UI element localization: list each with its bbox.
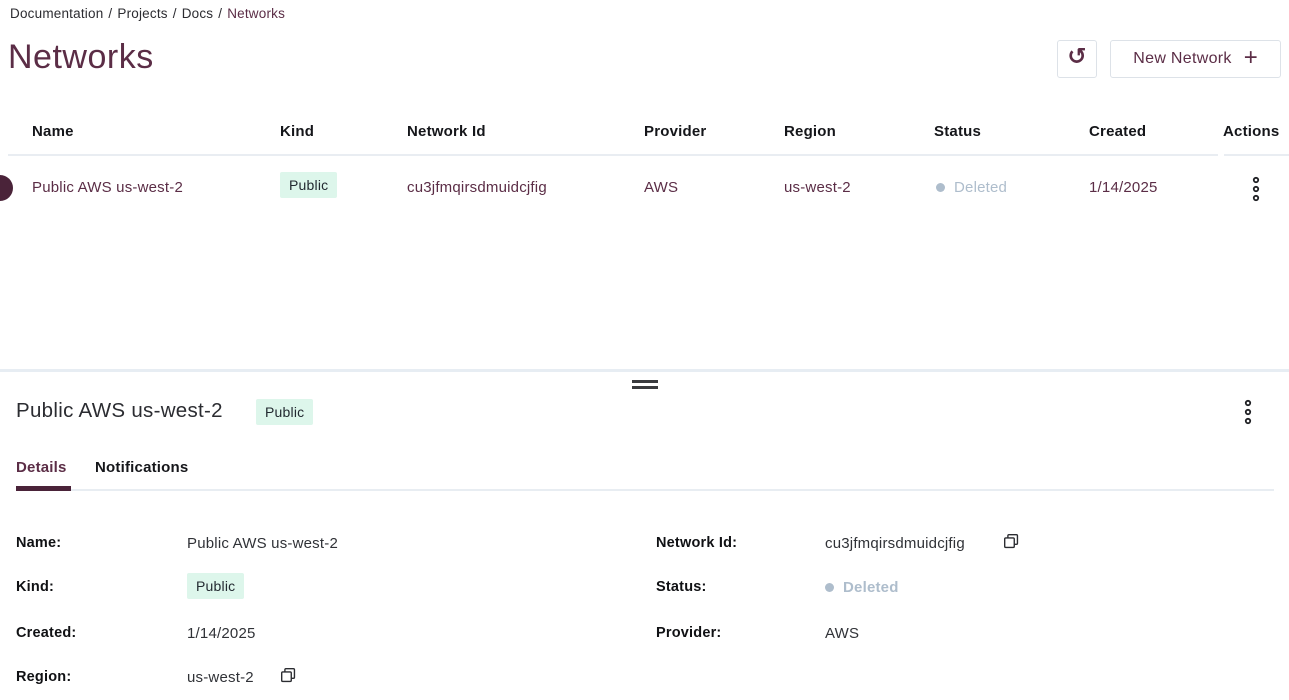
status-label: Status:	[656, 579, 707, 595]
region-value: us-west-2	[187, 669, 254, 686]
name-value: Public AWS us-west-2	[187, 535, 338, 552]
breadcrumb: Documentation / Projects / Docs / Networks	[10, 6, 285, 21]
copy-icon	[1004, 534, 1019, 549]
column-header-created: Created	[1089, 123, 1147, 140]
name-label: Name:	[16, 535, 62, 551]
breadcrumb-item-projects[interactable]: Projects	[117, 6, 168, 21]
copy-region-button[interactable]	[280, 667, 297, 684]
drawer-title: Public AWS us-west-2	[16, 399, 223, 422]
kebab-icon	[1244, 399, 1252, 425]
table-header-divider	[8, 154, 1218, 156]
active-tab-indicator	[16, 486, 71, 491]
drawer-resize-handle[interactable]	[632, 380, 658, 392]
network-id-label: Network Id:	[656, 535, 738, 551]
rotate-ccw-icon: ↺	[1067, 44, 1087, 70]
column-header-name: Name	[32, 123, 74, 140]
cell-kind-badge: Public	[280, 172, 338, 198]
cell-status: Deleted	[936, 179, 1007, 196]
breadcrumb-separator: /	[108, 6, 113, 21]
network-id-value: cu3jfmqirsdmuidcjfig	[825, 535, 965, 552]
created-label: Created:	[16, 625, 77, 641]
cell-region[interactable]: us-west-2	[784, 179, 851, 196]
tab-details[interactable]: Details	[16, 459, 67, 476]
provider-value: AWS	[825, 625, 860, 642]
page-title: Networks	[8, 38, 154, 76]
handle-bar	[632, 380, 658, 383]
new-network-label: New Network	[1133, 50, 1232, 67]
tab-divider	[16, 489, 1274, 491]
cell-network-id[interactable]: cu3jfmqirsdmuidcjfig	[407, 179, 547, 196]
cell-created[interactable]: 1/14/2025	[1089, 179, 1158, 196]
table-header-divider-actions	[1224, 154, 1289, 156]
status-value-text: Deleted	[843, 579, 899, 596]
column-header-network-id: Network Id	[407, 123, 486, 140]
row-actions-menu-button[interactable]	[1252, 176, 1260, 205]
copy-network-id-button[interactable]	[1003, 533, 1020, 550]
provider-label: Provider:	[656, 625, 722, 641]
region-label: Region:	[16, 669, 72, 685]
column-header-status: Status	[934, 123, 982, 140]
kebab-icon	[1252, 176, 1260, 202]
handle-bar	[632, 386, 658, 389]
selected-row-indicator	[0, 175, 13, 201]
kind-value-badge: Public	[187, 573, 245, 599]
breadcrumb-item-documentation[interactable]: Documentation	[10, 6, 104, 21]
cell-provider[interactable]: AWS	[644, 179, 679, 196]
breadcrumb-item-docs[interactable]: Docs	[181, 6, 214, 21]
copy-icon	[281, 668, 296, 683]
status-value: Deleted	[825, 579, 899, 596]
plus-icon: +	[1243, 44, 1258, 71]
drawer-actions-menu-button[interactable]	[1244, 399, 1252, 428]
kind-label: Kind:	[16, 579, 55, 595]
new-network-button[interactable]: New Network +	[1110, 40, 1281, 78]
column-header-actions: Actions	[1223, 123, 1280, 140]
status-label: Deleted	[954, 179, 1008, 196]
column-header-kind: Kind	[280, 123, 315, 140]
details-drawer: Public AWS us-west-2 Public Details Noti…	[0, 369, 1289, 700]
refresh-button[interactable]: ↺	[1057, 40, 1097, 78]
column-header-region: Region	[784, 123, 837, 140]
created-value: 1/14/2025	[187, 625, 256, 642]
breadcrumb-item-networks[interactable]: Networks	[227, 6, 286, 21]
breadcrumb-separator: /	[172, 6, 177, 21]
column-header-provider: Provider	[644, 123, 707, 140]
drawer-kind-badge: Public	[256, 399, 314, 425]
status-dot-icon	[825, 583, 834, 592]
breadcrumb-separator: /	[218, 6, 223, 21]
tab-notifications[interactable]: Notifications	[95, 459, 189, 476]
status-dot-icon	[936, 183, 945, 192]
cell-name[interactable]: Public AWS us-west-2	[32, 179, 183, 196]
